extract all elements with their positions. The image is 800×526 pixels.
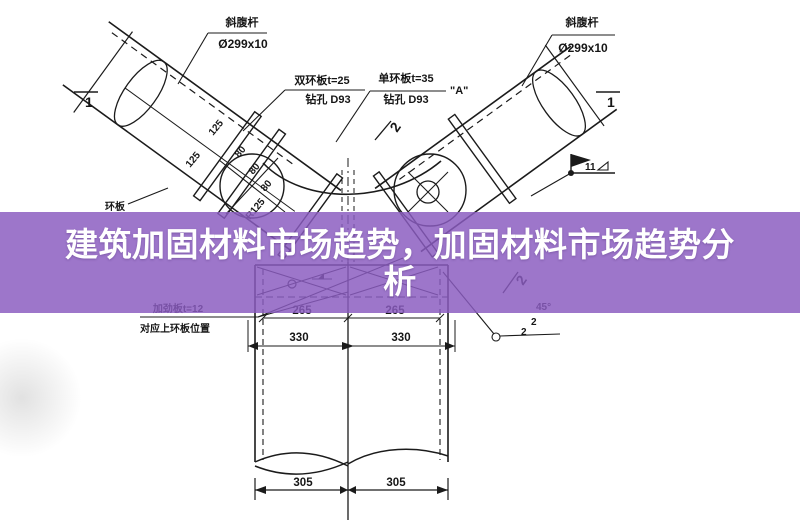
dim-125: 125	[184, 150, 203, 170]
left-member-label: 斜腹杆	[225, 15, 259, 29]
dim-265-row	[258, 313, 445, 323]
section-1-right: 1	[607, 94, 615, 110]
single-ring-callout: 单环板t=35	[378, 71, 433, 85]
section-cut-line	[544, 44, 605, 127]
weld-seam-dashes	[108, 29, 293, 165]
section-1-left: 1	[85, 94, 93, 110]
drill-hole-inner	[416, 180, 440, 204]
break-line	[347, 448, 449, 465]
dim-80: 80	[233, 144, 249, 160]
pipe-break-ellipse	[113, 59, 168, 127]
weld-num-bottom: 2	[521, 327, 527, 338]
section-2-top: 2	[386, 119, 404, 135]
banner-title-line2: 析	[383, 262, 417, 300]
drill-left-callout: 钻孔 D93	[305, 92, 350, 106]
gusset-arc	[262, 160, 442, 196]
ring-plate-label: 环板	[105, 200, 126, 213]
pipe-break-ellipse	[532, 69, 586, 137]
flag-icon	[571, 154, 591, 167]
ring-plate	[447, 113, 517, 205]
break-line	[254, 452, 349, 467]
dim-330: 330	[391, 332, 410, 344]
title-banner: 建筑加固材料市场趋势，加固材料市场趋势分 析	[0, 212, 800, 313]
drill-right-callout: 钻孔 D93	[383, 92, 428, 106]
dim-80: 80	[259, 178, 275, 194]
right-member-label: 斜腹杆	[565, 15, 599, 29]
dim-330-row	[247, 320, 456, 352]
ring-plate	[192, 110, 263, 202]
dim-330: 330	[289, 332, 308, 344]
weld-size-label: 11	[585, 162, 596, 173]
section-cut-line	[73, 31, 133, 113]
axial-dim-line	[124, 87, 296, 212]
right-member-size: Ø299x10	[558, 41, 608, 55]
dim-305: 305	[386, 477, 406, 489]
stiffener-note: 对应上环板位置	[140, 322, 210, 335]
double-ring-callout: 双环板t=25	[294, 73, 349, 87]
dim-125: 125	[207, 118, 226, 138]
field-weld-flag	[568, 154, 615, 176]
left-member-size: Ø299x10	[218, 37, 268, 51]
weld-num-top: 2	[531, 317, 537, 328]
dim-305: 305	[293, 477, 313, 489]
fillet-weld-icon	[596, 160, 609, 171]
dim-80: 80	[247, 161, 263, 177]
break-line	[254, 461, 349, 475]
banner-title-line1: 建筑加固材料市场趋势，加固材料市场趋势分	[65, 225, 735, 263]
dim-305-row	[254, 478, 449, 500]
mark-a-label: "A"	[450, 85, 468, 97]
